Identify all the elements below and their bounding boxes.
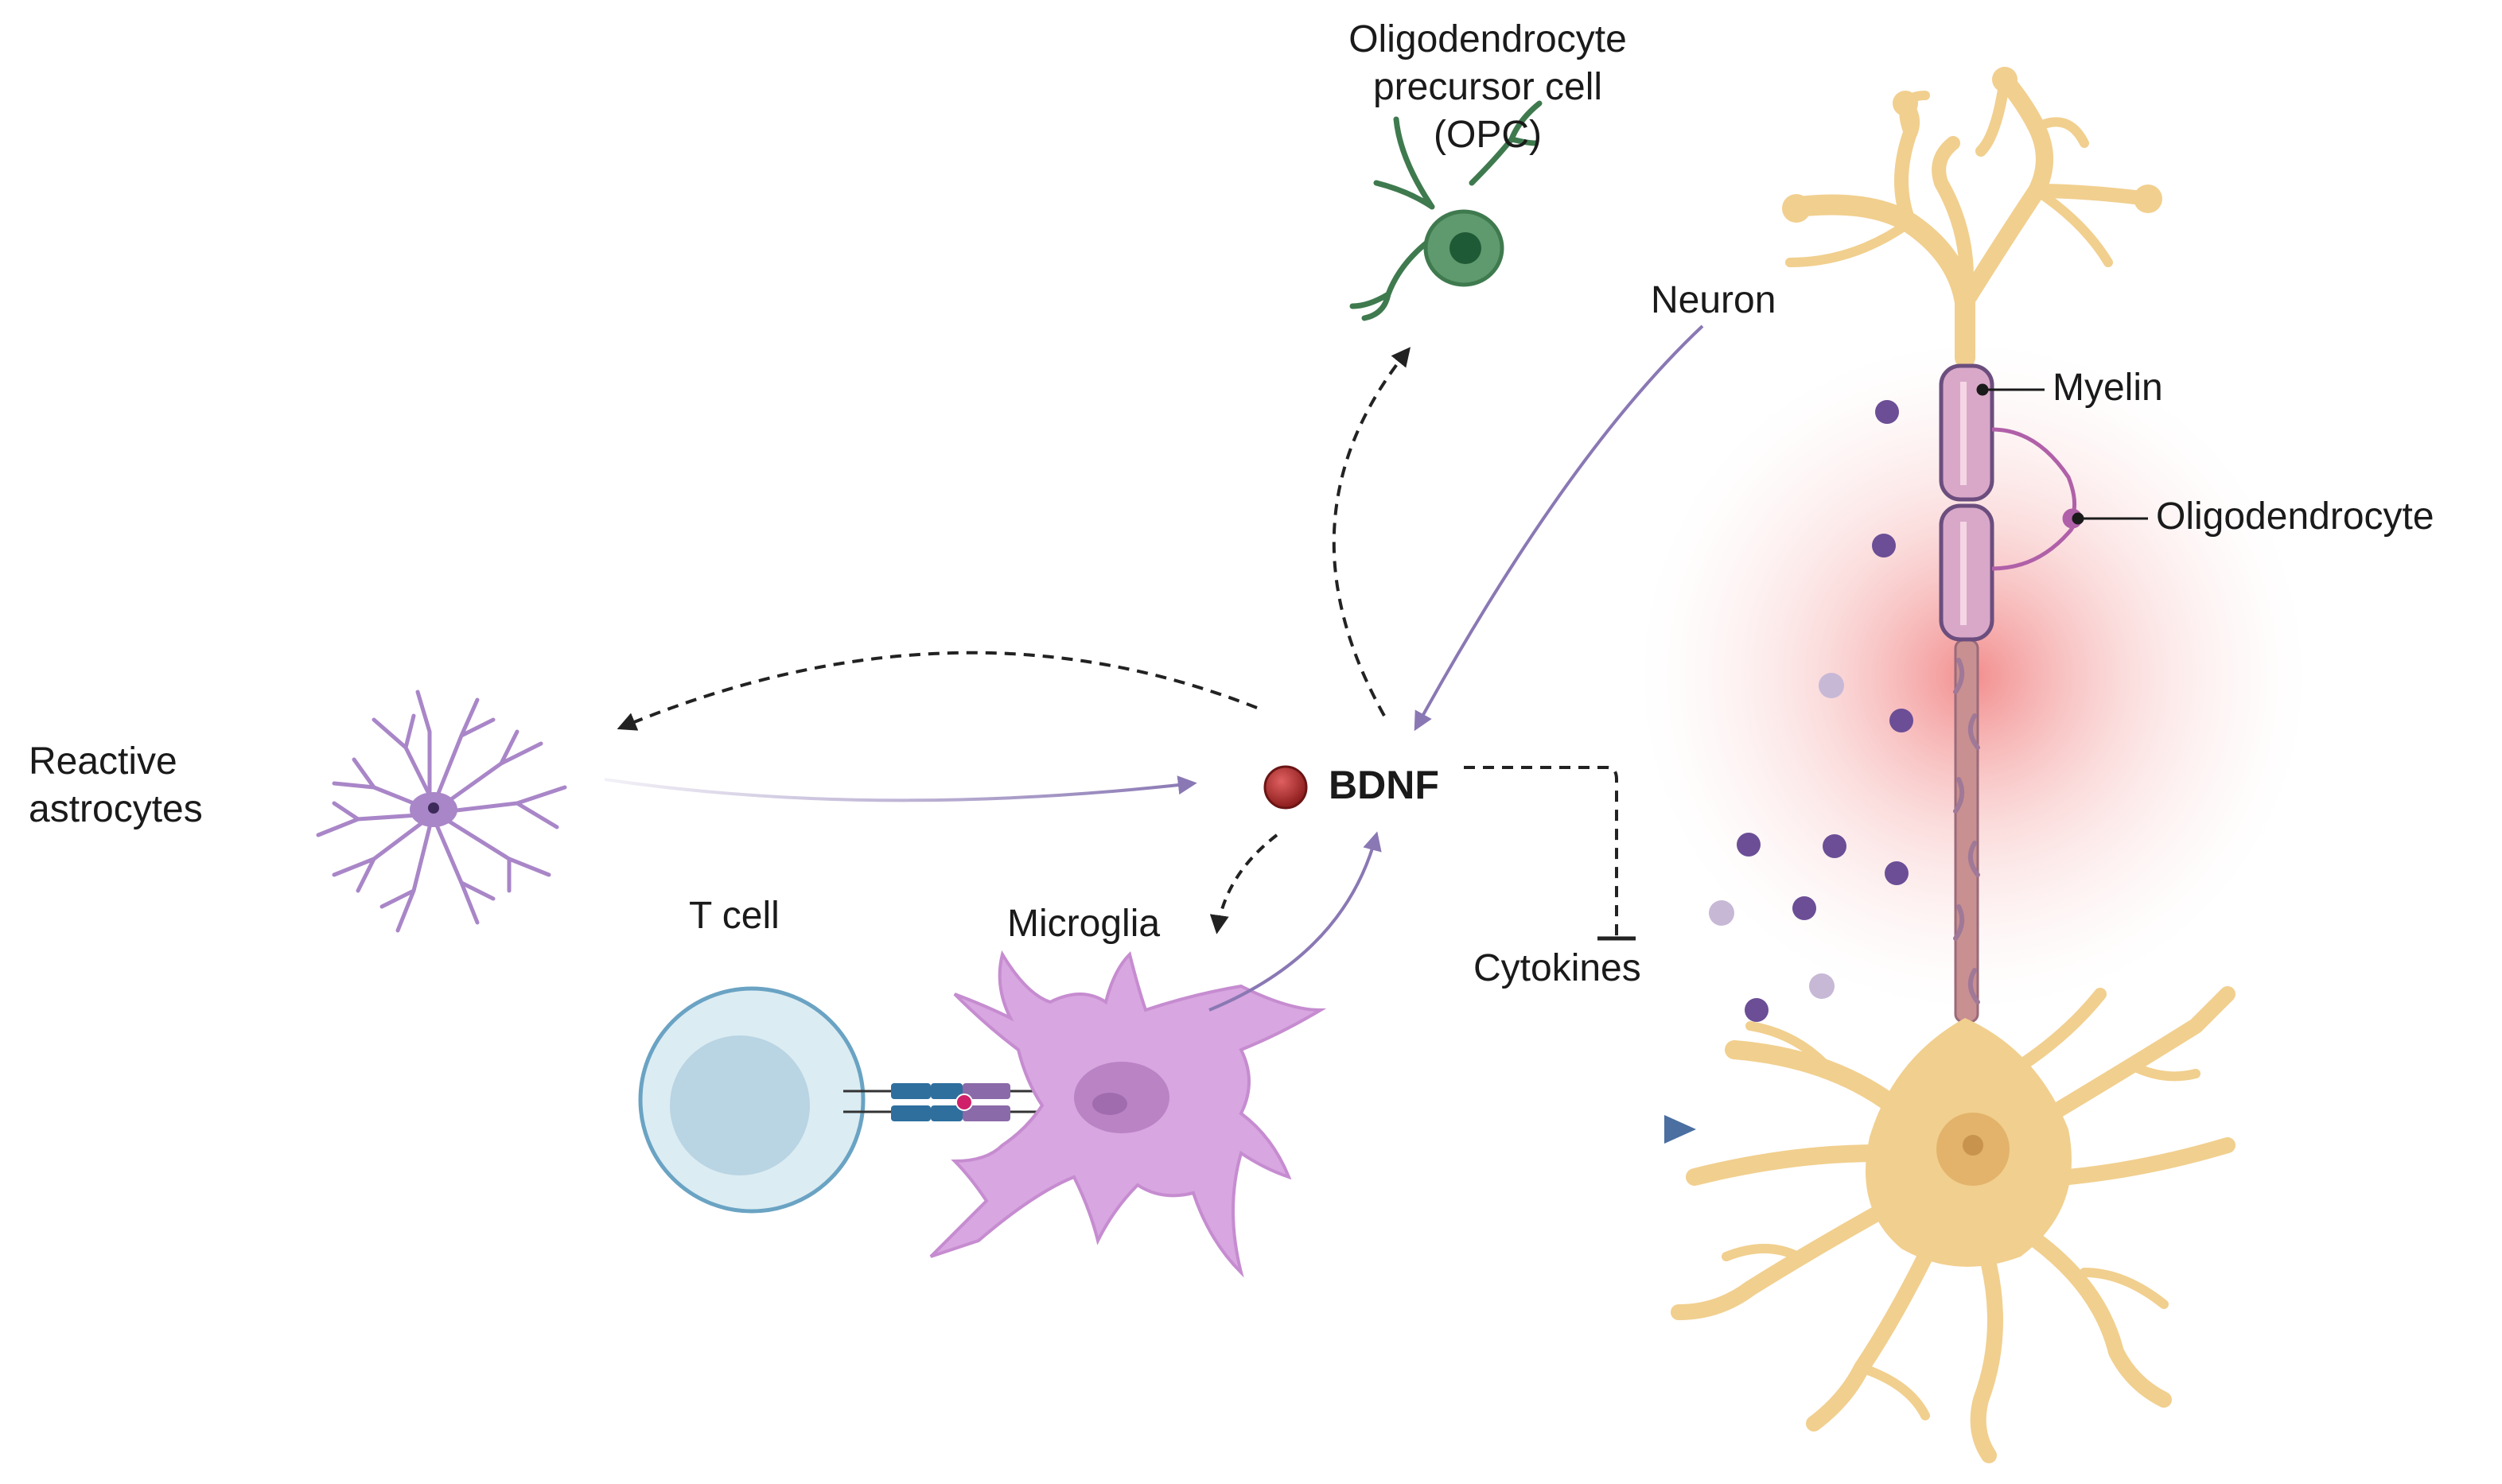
astrocyte-cell bbox=[316, 690, 567, 933]
oligodendrocyte-label: Oligodendrocyte bbox=[2156, 495, 2434, 538]
arrow-bdnf-to-opc bbox=[1332, 347, 1411, 717]
neuron-soma bbox=[1671, 986, 2235, 1463]
bdnf-molecule bbox=[1263, 765, 1308, 810]
arrow-neuron-to-bdnf bbox=[1414, 324, 1704, 732]
cytokine-particles bbox=[1709, 400, 1913, 1022]
opc-label: Oligodendrocyte precursor cell (OPC) bbox=[1348, 18, 1627, 156]
opc-cell bbox=[1349, 100, 1543, 321]
astrocyte-soma bbox=[410, 792, 457, 827]
myelin-label: Myelin bbox=[2053, 367, 2163, 409]
arrow-bdnf-to-astrocytes bbox=[617, 651, 1258, 731]
arrow-bdnf-to-microglia bbox=[1209, 833, 1278, 934]
arrow-astrocytes-to-bdnf bbox=[604, 775, 1197, 802]
cytokines-label: Cytokines bbox=[1473, 947, 1641, 989]
bdnf-label: BDNF bbox=[1329, 763, 1439, 807]
t-cell bbox=[638, 986, 866, 1214]
myelin-sheath bbox=[1939, 363, 1994, 642]
microglia-cell bbox=[929, 950, 1327, 1278]
t-cell-label: T cell bbox=[689, 895, 780, 937]
microglia-label: Microglia bbox=[1007, 903, 1161, 945]
axon bbox=[1953, 639, 1980, 1024]
inhibition-bdnf-cytokines bbox=[1464, 766, 1618, 937]
neuron-cell bbox=[1782, 67, 2162, 368]
tcr-mhc-complex bbox=[843, 1083, 1058, 1121]
leader-lines bbox=[1976, 383, 2148, 525]
reactive-astrocytes-label: Reactive astrocytes bbox=[29, 740, 203, 830]
arrow-microglia-to-bdnf bbox=[1208, 831, 1382, 1012]
neuron-label: Neuron bbox=[1651, 279, 1776, 321]
arrow-microglia-to-neuron-head bbox=[1664, 1115, 1696, 1144]
